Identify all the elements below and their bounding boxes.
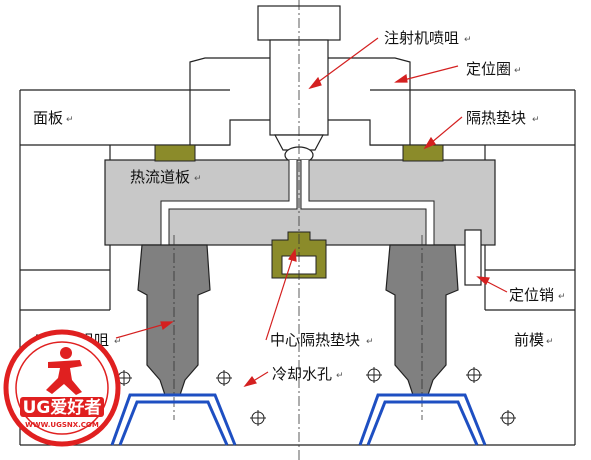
svg-text:↵: ↵ xyxy=(464,35,472,45)
cooling-hole-icon xyxy=(366,367,382,383)
label-manifold: 热流道板 xyxy=(130,168,190,186)
leader-lines xyxy=(115,37,508,388)
svg-text:↵: ↵ xyxy=(66,115,74,125)
locating-pin xyxy=(464,229,482,286)
cooling-holes xyxy=(116,367,516,426)
svg-text:↵: ↵ xyxy=(366,337,374,347)
cooling-hole-icon xyxy=(116,370,132,386)
label-locating-ring: 定位圈 xyxy=(466,60,511,78)
insulation-blocks xyxy=(154,144,444,162)
cooling-hole-icon xyxy=(250,410,266,426)
svg-text:↵: ↵ xyxy=(336,371,344,381)
svg-text:↵: ↵ xyxy=(514,66,522,76)
svg-text:↵: ↵ xyxy=(558,292,566,302)
label-top-plate: 面板 xyxy=(33,109,63,127)
label-front-mold: 前模 xyxy=(514,331,544,349)
svg-text:↵: ↵ xyxy=(546,337,554,347)
center-lines xyxy=(173,0,423,460)
runner-figure-icon xyxy=(46,347,82,395)
svg-text:↵: ↵ xyxy=(194,174,202,184)
label-locating-pin: 定位销 xyxy=(509,286,554,304)
watermark-brand: UG爱好者 xyxy=(23,397,102,418)
svg-text:↵: ↵ xyxy=(114,337,122,347)
manifold xyxy=(104,159,496,250)
svg-text:↵: ↵ xyxy=(532,115,540,125)
molded-parts xyxy=(110,393,487,446)
label-cooling-hole: 冷却水孔 xyxy=(272,365,332,383)
label-nozzle: 注射机喷咀 xyxy=(384,29,459,47)
watermark-logo: UG爱好者 WWW.UGSNX.COM xyxy=(3,329,121,447)
watermark-url: WWW.UGSNX.COM xyxy=(25,421,99,429)
cooling-hole-icon xyxy=(500,410,516,426)
label-insulation-block: 隔热垫块 xyxy=(466,109,526,127)
label-center-block: 中心隔热垫块 xyxy=(270,331,360,349)
labels: 注射机喷咀 ↵ 定位圈 ↵ 面板 ↵ 隔热垫块 ↵ 热流道板 ↵ 定位销 ↵ 二… xyxy=(33,29,566,383)
cooling-hole-icon xyxy=(466,367,482,383)
cooling-hole-icon xyxy=(216,370,232,386)
